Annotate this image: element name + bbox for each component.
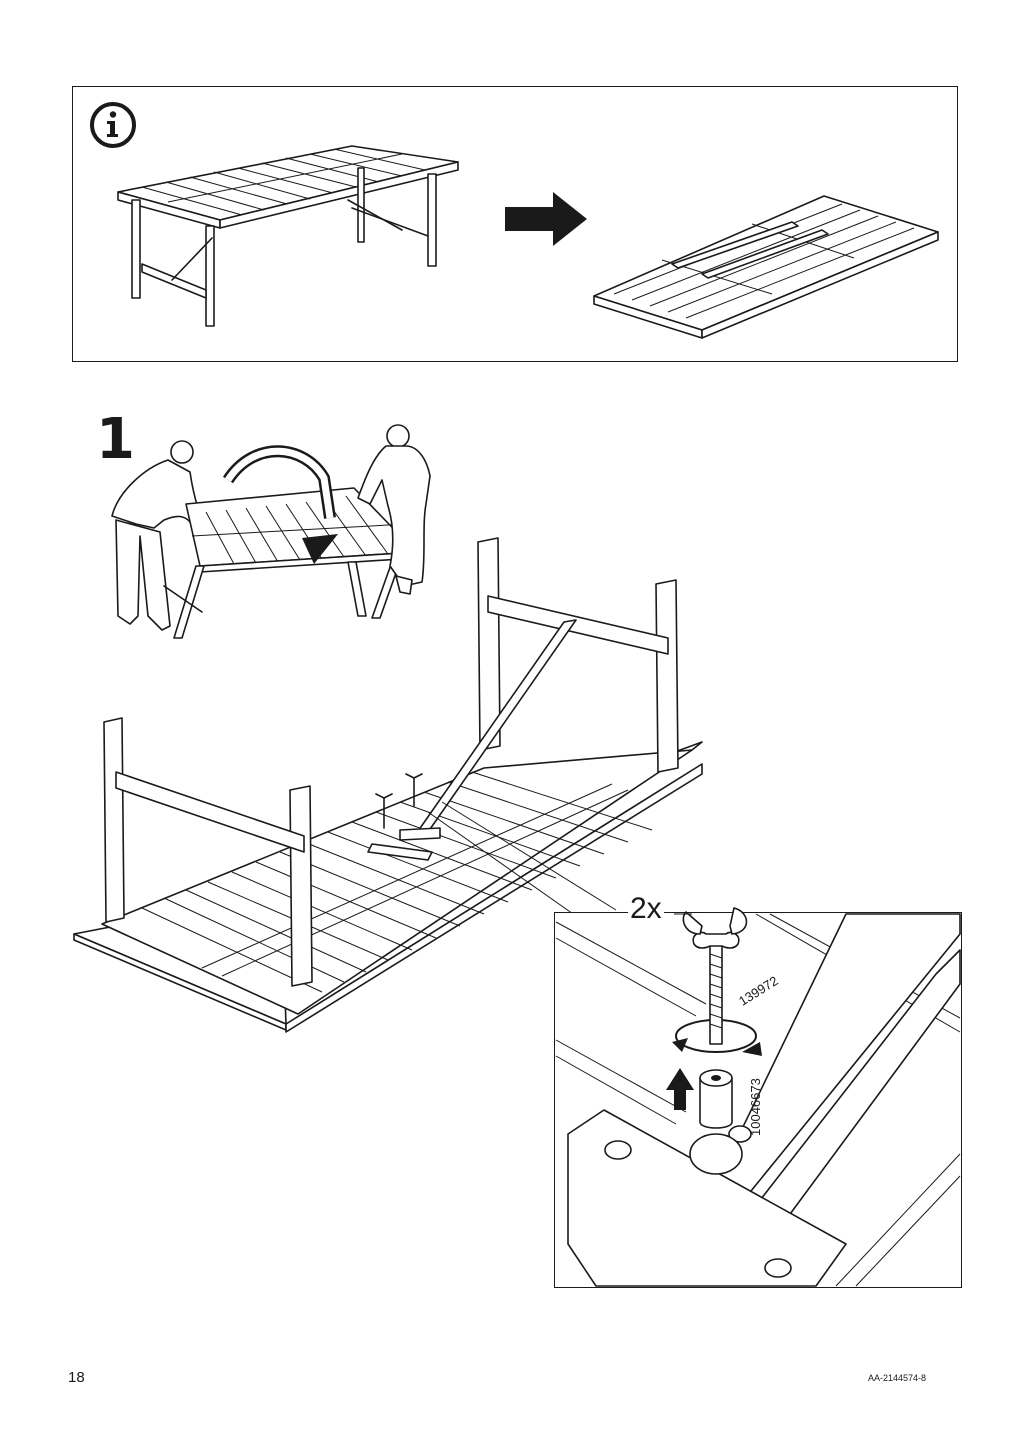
part-number-spacer: 10046673 (748, 1078, 763, 1136)
people-flipping-table-illustration (111, 424, 431, 639)
right-arrow-icon (505, 192, 587, 246)
table-flipped-illustration (593, 195, 939, 339)
document-code: AA-2144574-8 (868, 1373, 927, 1383)
flipped-table-main-illustration (73, 537, 703, 1033)
info-panel (72, 86, 958, 362)
detail-wing-bolt-illustration (555, 907, 961, 1287)
quantity-label: 2x (628, 892, 664, 925)
page-number: 18 (68, 1369, 85, 1386)
table-upright-illustration (117, 145, 459, 327)
info-icon (90, 102, 136, 148)
step-number: 1 (96, 407, 135, 472)
